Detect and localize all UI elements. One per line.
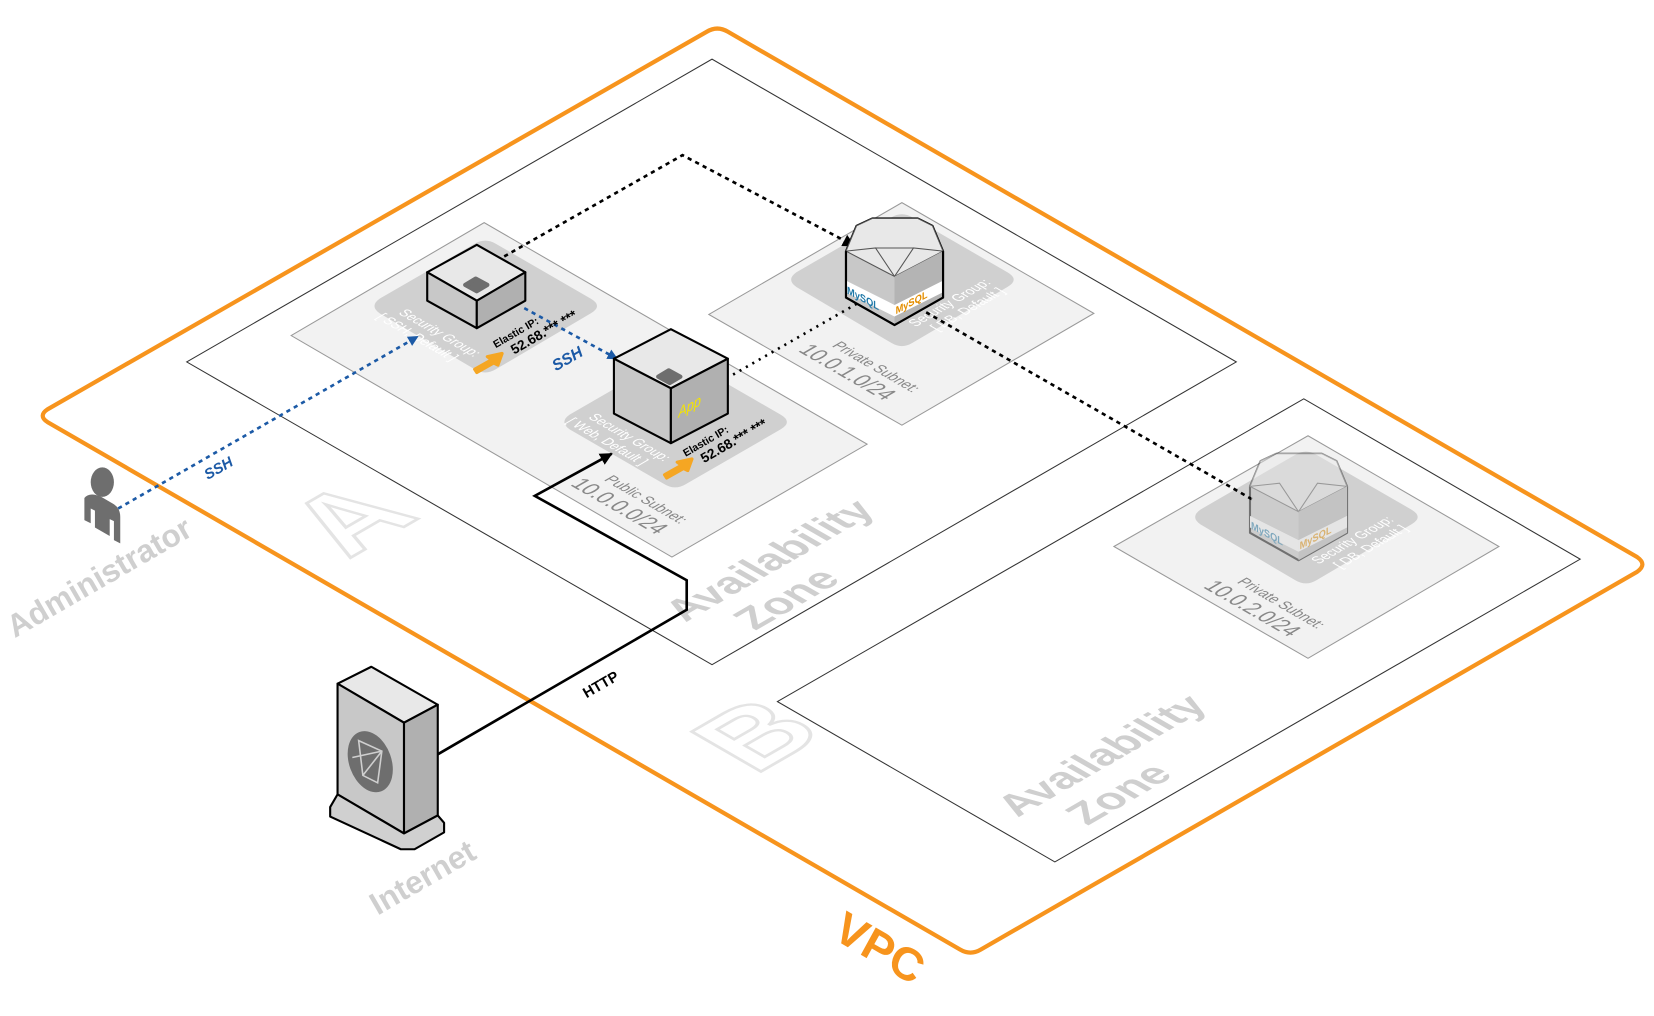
http-label: HTTP	[580, 669, 621, 702]
app-instance[interactable]: App	[612, 328, 729, 445]
internet-actor[interactable]: Internet	[329, 665, 482, 922]
app-to-db-line	[732, 302, 858, 376]
db-replication-line	[925, 311, 1256, 503]
ssh-bastion-to-app-line	[523, 306, 619, 360]
mysql-db-icon	[1248, 452, 1349, 562]
elastic-ip-arrow-icon	[473, 351, 504, 375]
vpc-label: VPC	[830, 899, 929, 996]
bastion-instance[interactable]	[426, 243, 527, 330]
mysql-db-primary[interactable]: MySQL MySQL	[844, 217, 945, 327]
internet-gateway-icon	[329, 665, 446, 851]
mysql-db-standby[interactable]: MySQL MySQL	[1248, 452, 1349, 562]
vpc-boundary	[40, 26, 1645, 955]
security-group-db2	[1195, 451, 1418, 584]
db-replication-line-top	[503, 153, 856, 258]
user-icon	[84, 467, 121, 544]
ssh-admin-line	[117, 335, 419, 510]
elastic-ip-arrow-icon	[662, 457, 694, 480]
http-line	[437, 452, 689, 756]
